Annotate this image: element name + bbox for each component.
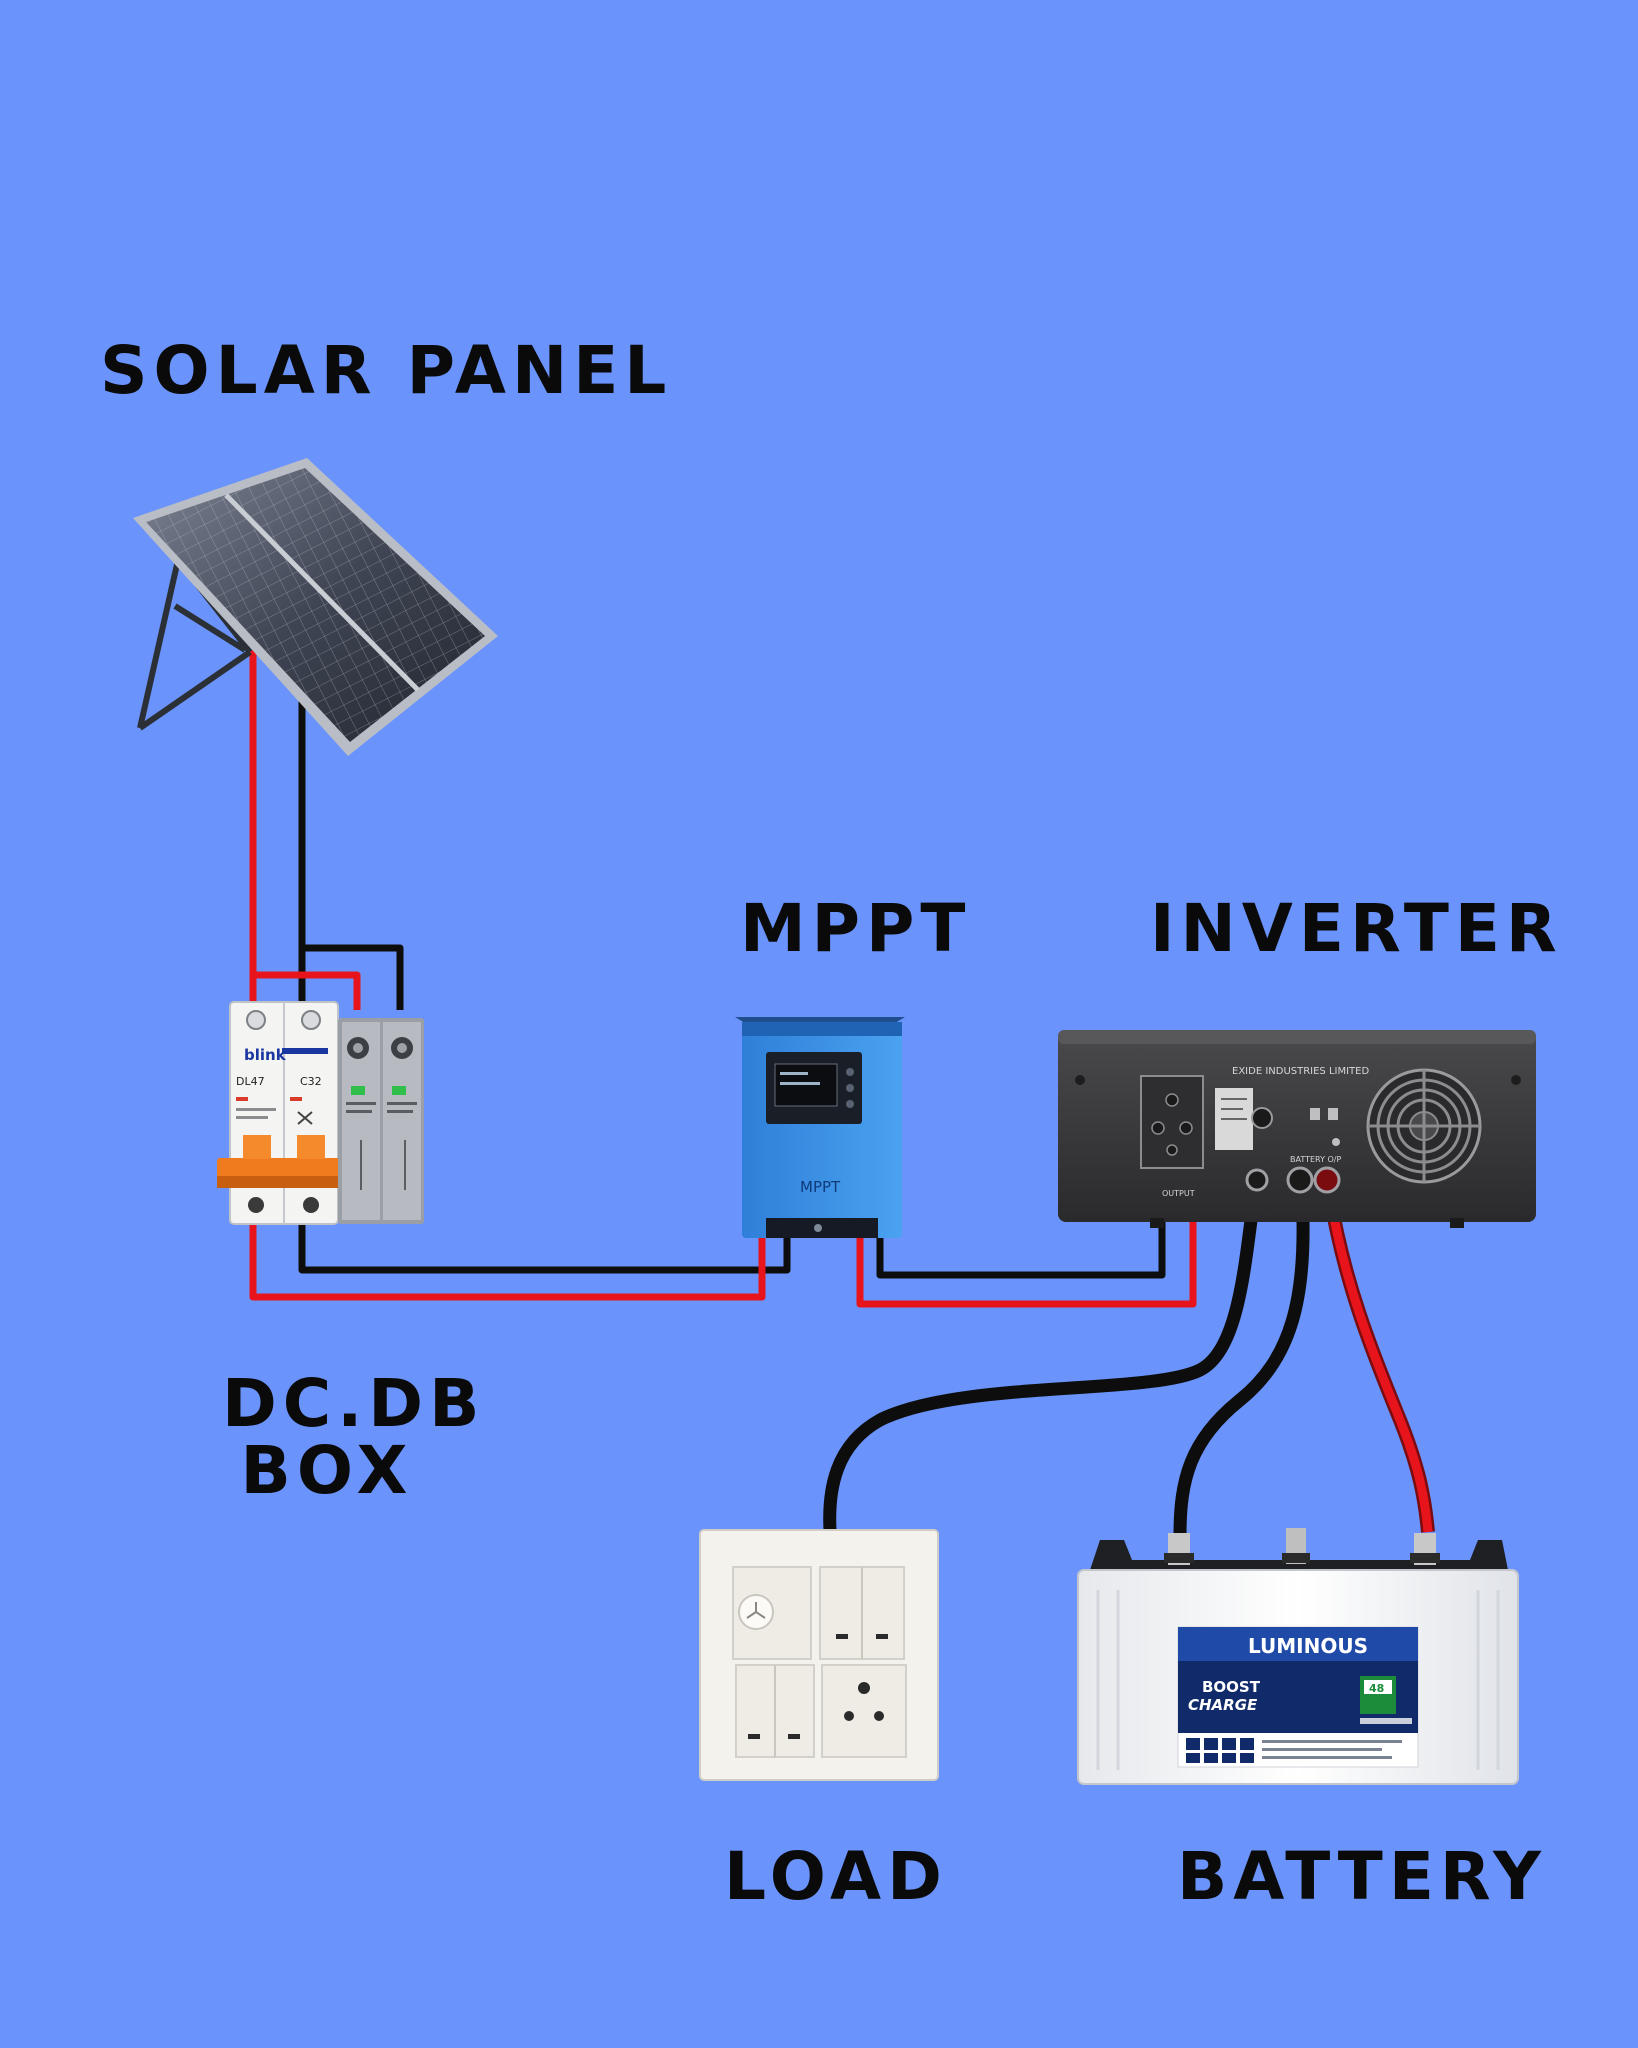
mppt-label: MPPT bbox=[740, 890, 972, 967]
battery-unit: LUMINOUS BOOST CHARGE 48 bbox=[1077, 1528, 1519, 1785]
dcdb-label-line2: BOX bbox=[240, 1432, 414, 1510]
inverter-maker-text: EXIDE INDUSTRIES LIMITED bbox=[1232, 1066, 1369, 1077]
inverter-battery-negative-cable bbox=[1173, 1194, 1310, 1536]
dcdb-mppt-negative-wire bbox=[298, 1225, 791, 1274]
battery-boost: BOOST bbox=[1202, 1678, 1261, 1696]
wiring bbox=[249, 650, 1435, 1536]
dcdb-box: blink DL47 C32 bbox=[217, 1001, 424, 1225]
inverter-unit: EXIDE INDUSTRIES LIMITED BATTERY O/P OUT… bbox=[1058, 1030, 1536, 1228]
dcdb-top-negative-wire bbox=[302, 944, 404, 1010]
battery-label: BATTERY bbox=[1177, 1838, 1547, 1915]
dcdb-box-label: DC.DB BOX bbox=[222, 1365, 486, 1510]
load-label: LOAD bbox=[724, 1838, 948, 1915]
dcdb-label-line1: DC.DB bbox=[222, 1365, 486, 1442]
surge-protector bbox=[338, 1018, 424, 1224]
mppt-inverter-negative-wire bbox=[876, 1220, 1166, 1279]
dcdb-top-positive-wire bbox=[253, 971, 361, 1010]
solar-panel-label: SOLAR PANEL bbox=[100, 332, 673, 409]
inverter-fan bbox=[1366, 1068, 1482, 1184]
mppt-inverter-positive-wire bbox=[856, 1220, 1197, 1308]
solar-panel bbox=[133, 458, 498, 756]
breaker-model: DL47 bbox=[236, 1075, 265, 1088]
battery-badge: 48 bbox=[1369, 1682, 1384, 1695]
inverter-label: INVERTER bbox=[1150, 890, 1563, 967]
mcb-breaker: blink DL47 C32 bbox=[217, 1001, 341, 1225]
breaker-brand: blink bbox=[244, 1046, 287, 1064]
battery-brand: LUMINOUS bbox=[1248, 1634, 1368, 1658]
inverter-battery-text: BATTERY O/P bbox=[1290, 1155, 1341, 1164]
inverter-load-cable bbox=[823, 1189, 1262, 1531]
inverter-output-text: OUTPUT bbox=[1162, 1189, 1195, 1198]
mppt-controller: MPPT bbox=[735, 1017, 905, 1238]
mppt-front-label: MPPT bbox=[800, 1178, 841, 1196]
load-switchboard bbox=[699, 1529, 939, 1781]
dcdb-mppt-positive-wire bbox=[249, 1225, 766, 1301]
battery-charge: CHARGE bbox=[1188, 1696, 1258, 1714]
breaker-rating: C32 bbox=[300, 1075, 322, 1088]
